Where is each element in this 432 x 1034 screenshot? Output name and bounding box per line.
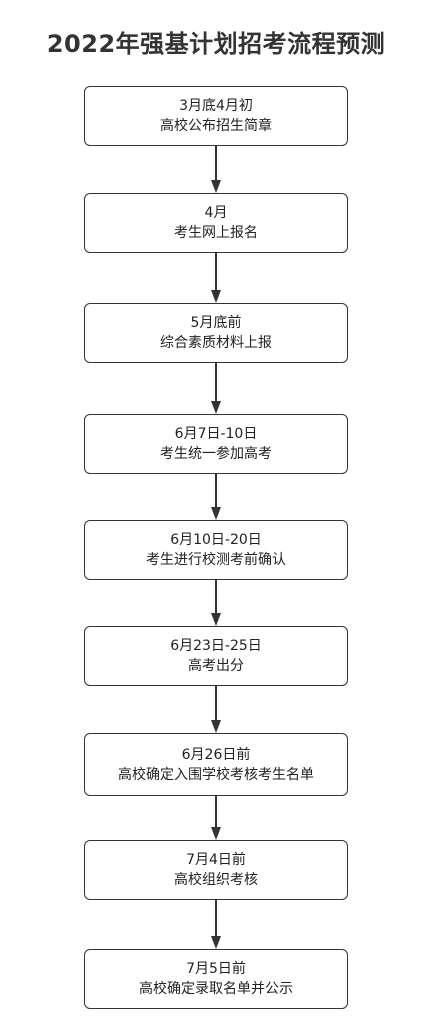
- flow-arrow: [211, 686, 221, 733]
- flow-arrow: [211, 146, 221, 193]
- flow-step-1: 3月底4月初 高校公布招生简章: [84, 86, 348, 146]
- flow-arrow: [211, 580, 221, 626]
- step-date: 6月23日-25日: [170, 638, 262, 654]
- step-date: 7月5日前: [186, 961, 246, 977]
- flow-step-7: 6月26日前 高校确定入围学校考核考生名单: [84, 733, 348, 796]
- step-date: 6月26日前: [181, 746, 251, 763]
- flow-arrow: [211, 253, 221, 303]
- flow-step-4: 6月7日-10日 考生统一参加高考: [84, 414, 348, 474]
- flow-arrow: [211, 474, 221, 520]
- flow-step-6: 6月23日-25日 高考出分: [84, 626, 348, 686]
- flow-step-2: 4月 考生网上报名: [84, 193, 348, 253]
- flow-step-3: 5月底前 综合素质材料上报: [84, 303, 348, 363]
- step-date: 4月: [204, 205, 228, 221]
- flow-step-5: 6月10日-20日 考生进行校测考前确认: [84, 520, 348, 580]
- flow-arrow: [211, 796, 221, 840]
- step-description: 高考出分: [188, 658, 244, 674]
- step-date: 6月7日-10日: [174, 426, 258, 442]
- step-description: 高校确定入围学校考核考生名单: [118, 766, 314, 783]
- step-date: 3月底4月初: [179, 98, 253, 114]
- step-description: 高校公布招生简章: [160, 118, 272, 134]
- flow-step-8: 7月4日前 高校组织考核: [84, 840, 348, 900]
- step-description: 高校确定录取名单并公示: [139, 981, 293, 997]
- step-description: 考生进行校测考前确认: [146, 552, 286, 568]
- step-date: 6月10日-20日: [170, 532, 262, 548]
- step-date: 7月4日前: [186, 852, 246, 868]
- step-date: 5月底前: [190, 315, 242, 331]
- step-description: 高校组织考核: [174, 872, 258, 888]
- flow-arrow: [211, 900, 221, 949]
- diagram-title: 2022年强基计划招考流程预测: [46, 30, 386, 58]
- step-description: 考生网上报名: [174, 225, 258, 241]
- step-description: 综合素质材料上报: [160, 335, 272, 351]
- flow-step-9: 7月5日前 高校确定录取名单并公示: [84, 949, 348, 1009]
- flow-arrow: [211, 363, 221, 414]
- step-description: 考生统一参加高考: [160, 446, 272, 462]
